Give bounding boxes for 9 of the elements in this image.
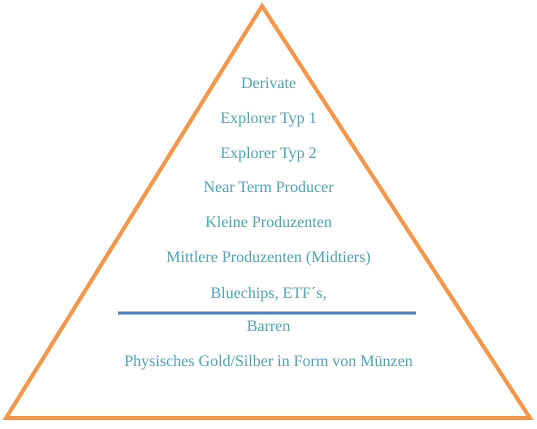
- tier-label: Explorer Typ 2: [220, 144, 317, 164]
- tier-label: Mittlere Produzenten (Midtiers): [166, 248, 371, 268]
- tier-label: Physisches Gold/Silber in Form von Münzen: [124, 352, 413, 372]
- tier-label: Barren: [246, 317, 290, 337]
- tier-label: Kleine Produzenten: [205, 213, 332, 233]
- tier-label: Bluechips, ETF´s,: [210, 284, 326, 304]
- tier-label: Explorer Typ 1: [220, 109, 317, 129]
- tier-label: Derivate: [240, 74, 296, 94]
- tier-label: Near Term Producer: [203, 178, 334, 198]
